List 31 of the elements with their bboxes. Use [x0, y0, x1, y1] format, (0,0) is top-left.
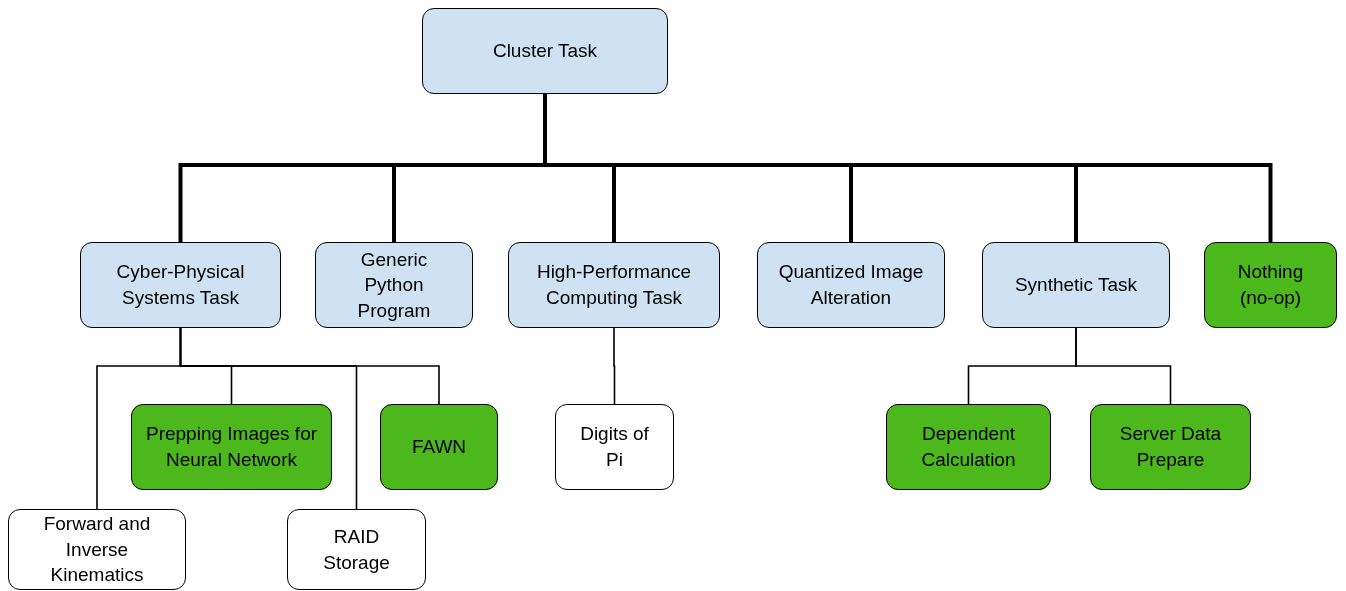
task-box	[380, 404, 498, 490]
task-label: Dependent Calculation	[920, 422, 1017, 472]
connector-line	[613, 327, 616, 405]
task-box	[1090, 404, 1251, 490]
task-label: Server Data Prepare	[1118, 422, 1223, 472]
task-label: Generic Python Program	[356, 247, 432, 323]
task-box	[80, 242, 281, 328]
task-box	[131, 404, 332, 490]
task-label: Prepping Images for Neural Network	[144, 422, 319, 472]
connector-line	[1075, 327, 1172, 405]
task-box	[8, 509, 186, 590]
task-box	[555, 404, 674, 490]
task-box	[757, 242, 945, 328]
task-label: Digits of Pi	[579, 422, 650, 472]
connector-line	[179, 327, 440, 405]
task-label: Quantized Image Alteration	[777, 260, 925, 310]
task-label: FAWN	[411, 435, 467, 460]
task-label: High-Performance Computing Task	[535, 260, 693, 310]
task-label: Nothing (no-op)	[1236, 260, 1305, 310]
task-box	[315, 242, 473, 328]
task-box	[886, 404, 1051, 490]
task-label: Cyber-Physical Systems Task	[115, 260, 246, 310]
task-box	[982, 242, 1170, 328]
task-label: RAID Storage	[322, 524, 391, 575]
task-label: Synthetic Task	[1014, 273, 1138, 298]
task-label: Forward and Inverse Kinematics	[42, 512, 152, 588]
task-label: Cluster Task	[492, 39, 598, 64]
task-box	[508, 242, 720, 328]
task-box	[287, 509, 426, 590]
task-box	[1204, 242, 1337, 328]
task-box	[422, 8, 668, 94]
